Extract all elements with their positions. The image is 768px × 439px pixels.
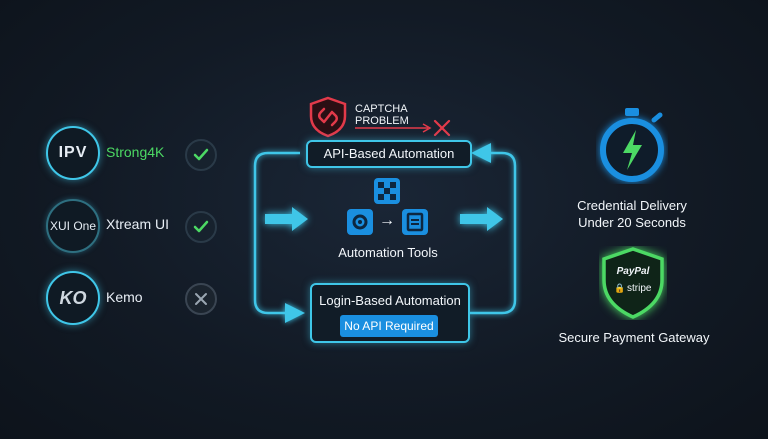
kemo-logo: KO <box>46 271 100 325</box>
provider-name-xtream-ui: Xtream UI <box>106 216 169 232</box>
api-based-automation-box: API-Based Automation <box>306 140 472 168</box>
delivery-line2: Under 20 Seconds <box>578 215 686 230</box>
left-big-arrow <box>265 207 308 231</box>
automation-tools-label: Automation Tools <box>338 245 438 260</box>
secure-payment-label: Secure Payment Gateway <box>558 330 710 345</box>
provider-name-text: Strong4K <box>106 144 165 160</box>
captcha-label-line1: CAPTCHA <box>355 103 408 115</box>
payment-shield-icon <box>599 246 667 325</box>
api-box-title: API-Based Automation <box>323 146 455 161</box>
login-based-automation-box: Login-Based Automation No API Required <box>310 283 470 343</box>
xui-one-logo-text: XUI One <box>49 219 97 233</box>
provider-name-text: Kemo <box>106 289 143 305</box>
document-icon <box>401 208 429 241</box>
delivery-line1: Credential Delivery <box>577 198 687 213</box>
strong4k-logo-text: IPV <box>58 144 88 161</box>
x-icon <box>185 283 217 315</box>
check-icon <box>185 211 217 243</box>
credential-delivery-text: Credential Delivery Under 20 Seconds <box>566 197 698 231</box>
gear-icon <box>346 208 374 241</box>
stopwatch-icon <box>596 106 668 189</box>
lock-icon: 🔒 <box>614 283 626 293</box>
check-icon <box>185 139 217 171</box>
strong4k-logo: IPV <box>46 126 100 180</box>
stripe-brand: stripe <box>627 283 652 294</box>
xui-one-logo: XUI One <box>46 199 100 253</box>
provider-name-strong4k: Strong4K <box>106 144 164 160</box>
paypal-brand: PayPal <box>616 266 650 277</box>
captcha-x-icon <box>433 119 451 137</box>
right-loop-line <box>470 143 517 315</box>
captcha-shield-icon <box>308 96 348 143</box>
no-api-required-badge: No API Required <box>340 315 438 337</box>
captcha-label-line2: PROBLEM <box>355 115 409 127</box>
captcha-label: CAPTCHA PROBLEM <box>355 103 409 127</box>
provider-name-text: Xtream UI <box>106 216 170 232</box>
login-box-title: Login-Based Automation <box>319 293 461 308</box>
kemo-logo-text: KO <box>59 287 87 308</box>
right-big-arrow <box>460 207 503 231</box>
provider-name-kemo: Kemo <box>106 289 143 305</box>
network-icon <box>373 177 401 210</box>
right-arrow-icon: → <box>379 212 395 229</box>
left-loop-line <box>253 151 305 323</box>
